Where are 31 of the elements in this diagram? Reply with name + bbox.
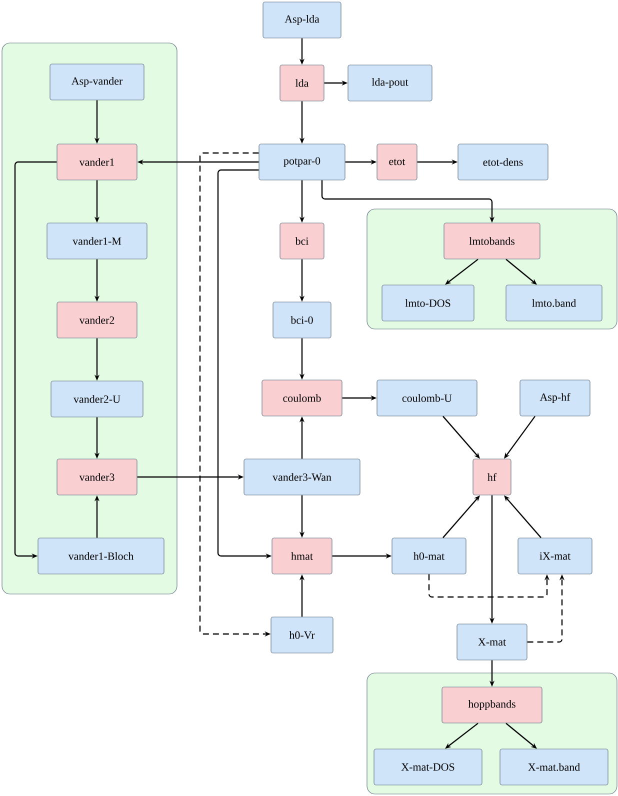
program-box: etot — [376, 144, 418, 180]
data-box: Asp-vander — [50, 64, 144, 100]
program-box: bci — [280, 222, 324, 260]
program-box: coulomb — [262, 380, 342, 416]
program-box: lda — [280, 64, 324, 102]
program-box: hf — [472, 458, 512, 496]
data-box: Asp-hf — [520, 380, 590, 416]
data-box: iX-mat — [518, 538, 592, 574]
data-box: potpar-0 — [258, 144, 346, 180]
data-box: bci-0 — [272, 302, 332, 338]
data-box: X-mat.band — [500, 748, 608, 786]
program-box: lmtobands — [444, 222, 540, 260]
data-box: coulomb-U — [376, 380, 478, 416]
data-box: lda-pout — [348, 64, 432, 102]
data-box: lmto-DOS — [382, 284, 474, 322]
program-box: vander2 — [56, 302, 138, 338]
program-box: vander1 — [56, 144, 138, 180]
data-box: X-mat-DOS — [374, 748, 482, 786]
data-box: vander1-Bloch — [38, 538, 164, 574]
data-box: vander3-Wan — [244, 458, 360, 496]
data-box: Asp-lda — [262, 2, 342, 38]
data-box: vander2-U — [50, 380, 144, 418]
data-box: vander1-M — [46, 222, 148, 260]
program-box: hmat — [272, 538, 332, 574]
program-box: hoppbands — [442, 686, 542, 724]
data-box: h0-Vr — [270, 616, 334, 654]
data-box: lmto.band — [506, 284, 602, 322]
data-box: etot-dens — [458, 144, 548, 180]
data-box: X-mat — [456, 624, 528, 660]
program-box: vander3 — [56, 458, 138, 496]
data-box: h0-mat — [392, 538, 466, 574]
